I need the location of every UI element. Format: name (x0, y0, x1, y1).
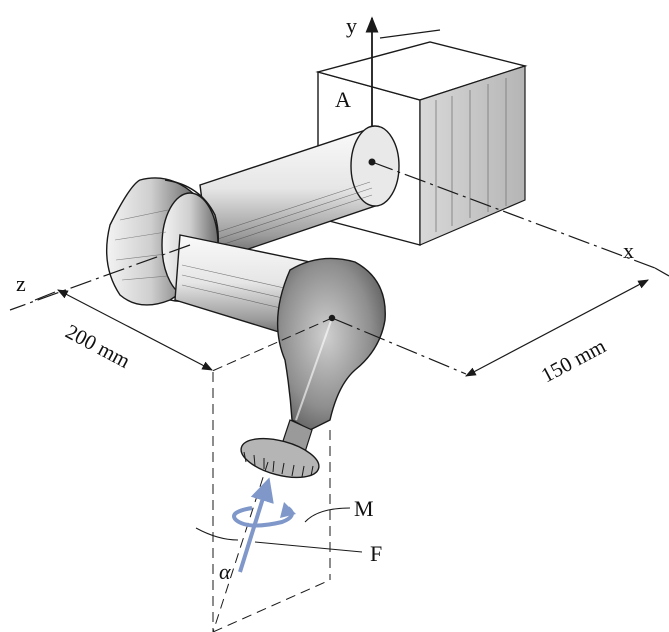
leader-lines (254, 507, 363, 553)
x-axis (331, 161, 656, 375)
moment-vector (232, 502, 296, 528)
force-label: F (370, 541, 382, 566)
x-axis-label: x (623, 238, 634, 263)
dimension-150mm-label: 150 mm (537, 334, 610, 388)
point-a-label: A (335, 87, 351, 112)
dimension-200mm-label: 200 mm (62, 319, 135, 373)
dimension-200mm (57, 289, 333, 373)
reference-plane (195, 372, 331, 632)
z-axis (9, 244, 191, 311)
z-axis-label: z (16, 271, 26, 296)
moment-label: M (354, 496, 374, 521)
angle-alpha-label: α (219, 559, 231, 584)
y-axis-label: y (346, 13, 357, 38)
horizontal-shaft (199, 125, 400, 263)
knob-housing (240, 257, 386, 479)
dimension-150mm (465, 267, 669, 377)
